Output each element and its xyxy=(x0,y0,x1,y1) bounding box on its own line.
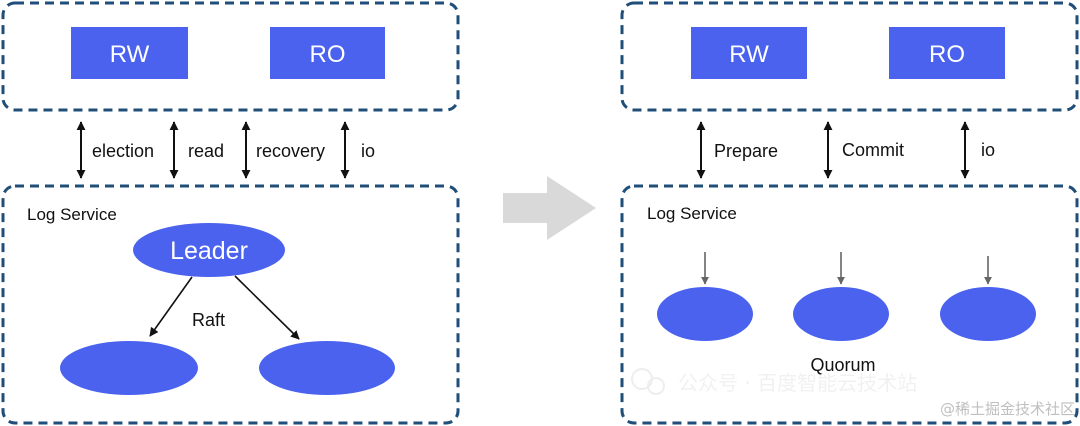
left-log-service-container xyxy=(1,184,460,425)
right-compute-container xyxy=(620,1,1079,112)
wechat-icon xyxy=(631,368,665,395)
left-log-service-title: Log Service xyxy=(27,205,117,224)
wechat-watermark: 公众号 · 百度智能云技术站 xyxy=(631,368,917,395)
right-io-label: io xyxy=(981,140,995,160)
wechat-watermark-text: 公众号 · 百度智能云技术站 xyxy=(678,371,917,395)
left-ro-node xyxy=(270,27,385,79)
right-rw-node xyxy=(691,27,807,79)
left-follower-node-2 xyxy=(259,341,395,395)
left-leader-node xyxy=(133,223,285,277)
left-raft-arrow-right xyxy=(234,275,300,340)
right-quorum-node-3 xyxy=(940,287,1036,341)
left-raft-arrow-left xyxy=(149,276,193,337)
transition-arrow xyxy=(503,176,596,240)
right-quorum-label: Quorum xyxy=(810,355,875,375)
right-log-service-title: Log Service xyxy=(647,204,737,223)
right-quorum-node-2 xyxy=(793,287,889,341)
left-panel: RW RO election read recovery io Log Serv… xyxy=(1,1,460,425)
left-election-label: election xyxy=(92,141,154,161)
left-read-label: read xyxy=(188,141,224,161)
left-ro-label: RO xyxy=(310,41,346,68)
left-recovery-label: recovery xyxy=(256,141,325,161)
left-io-label: io xyxy=(361,141,375,161)
left-compute-container xyxy=(1,1,460,112)
left-follower-node-1 xyxy=(60,341,198,395)
site-watermark-text: @稀土掘金技术社区 xyxy=(940,400,1075,418)
right-ro-label: RO xyxy=(929,41,965,68)
right-quorum-node-1 xyxy=(657,287,753,341)
left-rw-node xyxy=(71,27,188,79)
right-log-service-container xyxy=(620,184,1079,425)
left-raft-label: Raft xyxy=(192,310,225,330)
left-leader-label: Leader xyxy=(170,237,248,265)
right-ro-node xyxy=(889,27,1005,79)
right-rw-label: RW xyxy=(729,41,769,68)
left-rw-label: RW xyxy=(110,41,150,68)
right-prepare-label: Prepare xyxy=(714,141,778,161)
right-panel: RW RO Prepare Commit io Log Service Quor… xyxy=(620,1,1079,425)
right-commit-label: Commit xyxy=(842,140,904,160)
